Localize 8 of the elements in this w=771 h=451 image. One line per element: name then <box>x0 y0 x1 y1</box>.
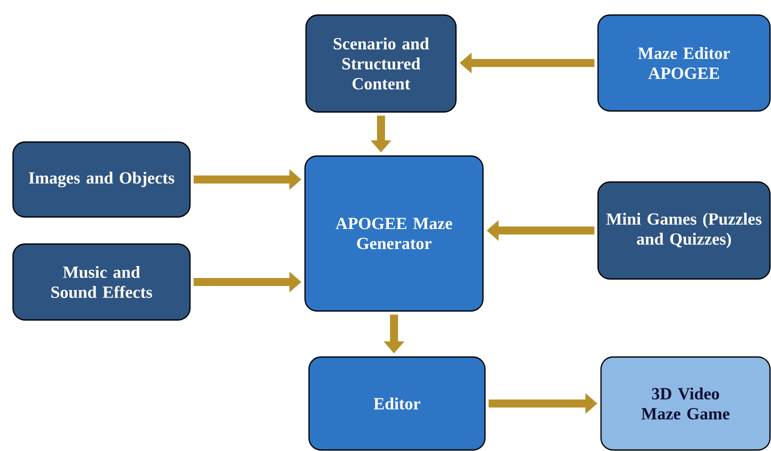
process-box: Music and Sound Effects <box>12 243 191 321</box>
process-box: APOGEE Maze Generator <box>304 155 484 312</box>
process-box: Images and Objects <box>12 141 191 218</box>
process-box: 3D Video Maze Game <box>600 356 771 451</box>
process-box: Editor <box>308 356 486 451</box>
process-box: Mini Games (Puzzles and Quizzes) <box>597 181 771 280</box>
process-box: Scenario and Structured Content <box>305 14 457 113</box>
process-box: Maze Editor APOGEE <box>597 14 771 112</box>
